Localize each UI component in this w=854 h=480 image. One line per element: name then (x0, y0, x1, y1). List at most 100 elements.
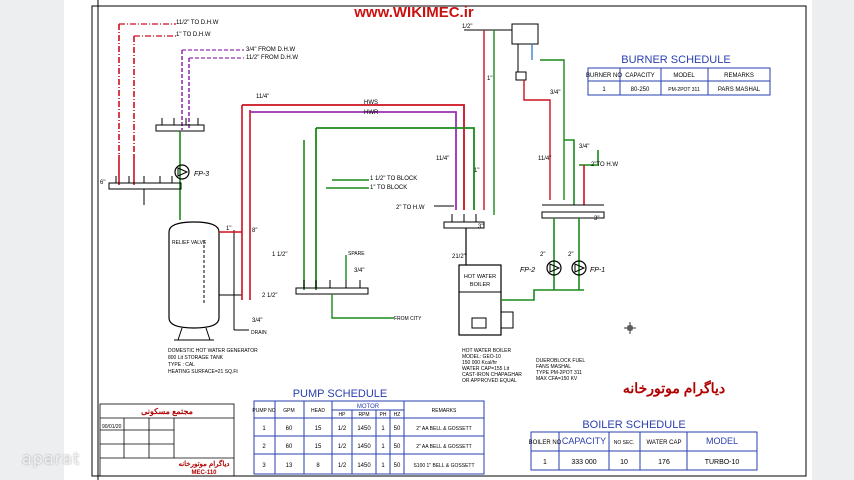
label-block-a: 1 1/2" TO BLOCK (370, 176, 417, 182)
title-block-date: 90/01/20 (102, 424, 122, 430)
dhw-generator-tank[interactable] (168, 221, 220, 341)
svg-text:1: 1 (381, 463, 385, 469)
svg-text:1450: 1450 (357, 444, 371, 450)
svg-text:1450: 1450 (357, 426, 371, 432)
label-size-34-right: 3/4" (579, 144, 589, 150)
label-size-3-right: 3" (594, 216, 599, 222)
label-size-1-tank: 1" (226, 226, 231, 232)
svg-text:15: 15 (315, 444, 322, 450)
label-size-1-exp: 1" (487, 76, 492, 82)
drawing-sheet: www.WIKIMEC.ir 11/2" TO D.H.W 1" TO D.H.… (64, 0, 812, 480)
svg-text:HEAD: HEAD (311, 408, 325, 414)
svg-text:PH: PH (380, 412, 387, 418)
burner-schedule-cells: BURNER NO CAPACITY MODEL REMARKS 1 80-25… (586, 73, 761, 93)
farsi-title: دیاگرام موتورخانه (623, 380, 725, 397)
label-size-2-b: 2" (568, 252, 573, 258)
svg-text:PM-2POT 311: PM-2POT 311 (668, 87, 700, 93)
svg-text:50: 50 (394, 444, 401, 450)
label-size-3-boiler: 3" (478, 224, 483, 230)
svg-text:80-250: 80-250 (631, 87, 650, 93)
label-to-hw-right: 2"TO H.W (591, 162, 618, 168)
label-spare: SPARE (348, 251, 365, 257)
dhw-risers (118, 23, 244, 185)
tank-piping (219, 105, 251, 331)
pump-schedule-title: PUMP SCHEDULE (293, 388, 388, 400)
svg-text:8: 8 (316, 463, 320, 469)
label-hws: HWS (364, 100, 378, 106)
title-block-drawing-title: دیاگرام موتورخانه (178, 459, 229, 468)
pump-schedule-cells: MOTOR PUMP NO GPM HEAD HP RPM PH HZ REMA… (252, 404, 474, 469)
site-url[interactable]: www.WIKIMEC.ir (353, 4, 474, 21)
label-size-34-top: 3/4" (550, 90, 560, 96)
label-size-8: 8" (252, 228, 257, 234)
pump-fp3[interactable] (174, 164, 190, 180)
tag-fp3: FP-3 (194, 171, 209, 178)
svg-text:MOTOR: MOTOR (357, 404, 380, 410)
svg-text:1/2: 1/2 (338, 444, 347, 450)
label-to-hw-mid: 2" TO H.W (396, 205, 425, 211)
svg-text:MODEL: MODEL (673, 73, 695, 79)
svg-text:S100 1" BELL & GOSSETT: S100 1" BELL & GOSSETT (413, 463, 474, 469)
title-block (99, 403, 235, 477)
label-size-212: 2 1/2" (262, 293, 277, 299)
label-size-112-a: 1 1/2" (272, 252, 287, 258)
expansion-tank[interactable] (464, 23, 539, 81)
svg-text:MODEL: MODEL (706, 436, 738, 446)
svg-text:GPM: GPM (283, 408, 294, 414)
boiler-description: HOT WATER BOILER MODEL: GEO-10 150 000 K… (462, 348, 522, 384)
svg-text:15: 15 (315, 426, 322, 432)
boiler-schedule-cells: BOILER NO CAPACITY NO SEC. WATER CAP MOD… (529, 436, 740, 466)
label-block-b: 1" TO BLOCK (370, 185, 407, 191)
svg-text:PUMP NO: PUMP NO (252, 408, 275, 414)
svg-text:1: 1 (262, 426, 266, 432)
svg-text:1: 1 (381, 444, 385, 450)
burner-description: DUEROBLOCK FUEL FANS MASHAL TYPE PM-2POT… (536, 358, 585, 382)
svg-text:2: 2 (262, 444, 266, 450)
svg-text:10: 10 (620, 459, 628, 466)
hws-hwr-mains (242, 104, 475, 290)
pump-fp1[interactable] (571, 260, 587, 276)
label-hwr: HWR (364, 110, 379, 116)
label-size-6: 6" (100, 180, 105, 186)
label-size-34-mid: 3/4" (354, 268, 364, 274)
label-size-34-tank: 3/4" (252, 318, 262, 324)
svg-text:HZ: HZ (394, 412, 401, 418)
svg-text:NO SEC.: NO SEC. (614, 440, 635, 446)
label-relief-valve: RELIEF VALVE (172, 240, 207, 246)
svg-text:HOT WATER BOILER: HOT WATER BOILER (462, 348, 511, 354)
pump-schedule-table (253, 400, 485, 475)
pump-fp2[interactable] (546, 260, 562, 276)
svg-text:50: 50 (394, 426, 401, 432)
sheet-border (91, 5, 807, 477)
burner-schedule-title: BURNER SCHEDULE (621, 54, 730, 66)
right-risers (501, 139, 605, 301)
svg-text:60: 60 (286, 426, 293, 432)
aparat-watermark: aparat (22, 449, 81, 468)
svg-text:800 Lit STORAGE TANK: 800 Lit STORAGE TANK (168, 355, 224, 361)
central-header (295, 255, 394, 319)
svg-text:60: 60 (286, 444, 293, 450)
label-size-1-mid: 1" (474, 168, 479, 174)
svg-text:DOMESTIC HOT WATER GENERATOR: DOMESTIC HOT WATER GENERATOR (168, 348, 258, 354)
boiler-label-a: HOT WATER (464, 274, 496, 280)
svg-text:FANS MASHAL: FANS MASHAL (536, 364, 571, 370)
riser-diagram: www.WIKIMEC.ir 11/2" TO D.H.W 1" TO D.H.… (91, 0, 807, 480)
svg-text:PARS MASHAL: PARS MASHAL (718, 87, 761, 93)
svg-text:TURBO-10: TURBO-10 (705, 459, 740, 466)
svg-text:1: 1 (381, 426, 385, 432)
boiler-header (443, 214, 485, 265)
boiler-schedule-table (530, 431, 758, 471)
svg-text:1/2: 1/2 (338, 426, 347, 432)
svg-text:TYPE : CAL: TYPE : CAL (168, 362, 195, 368)
svg-text:2" AA BELL & GOSSETT: 2" AA BELL & GOSSETT (416, 444, 472, 450)
svg-text:3: 3 (262, 463, 266, 469)
svg-text:REMARKS: REMARKS (432, 408, 457, 414)
svg-text:WATER CAP=155 Lit: WATER CAP=155 Lit (462, 366, 510, 372)
title-block-drawing-no: MEC-110 (191, 470, 217, 476)
svg-text:CAPACITY: CAPACITY (562, 436, 606, 446)
svg-text:MODEL: GEO-10: MODEL: GEO-10 (462, 354, 501, 360)
title-block-company: مجتمع مسکونی (141, 407, 193, 417)
svg-text:2" AA BELL & GOSSETT: 2" AA BELL & GOSSETT (416, 426, 472, 432)
boiler-schedule-title: BOILER SCHEDULE (582, 419, 685, 431)
svg-text:BOILER NO: BOILER NO (529, 440, 562, 446)
